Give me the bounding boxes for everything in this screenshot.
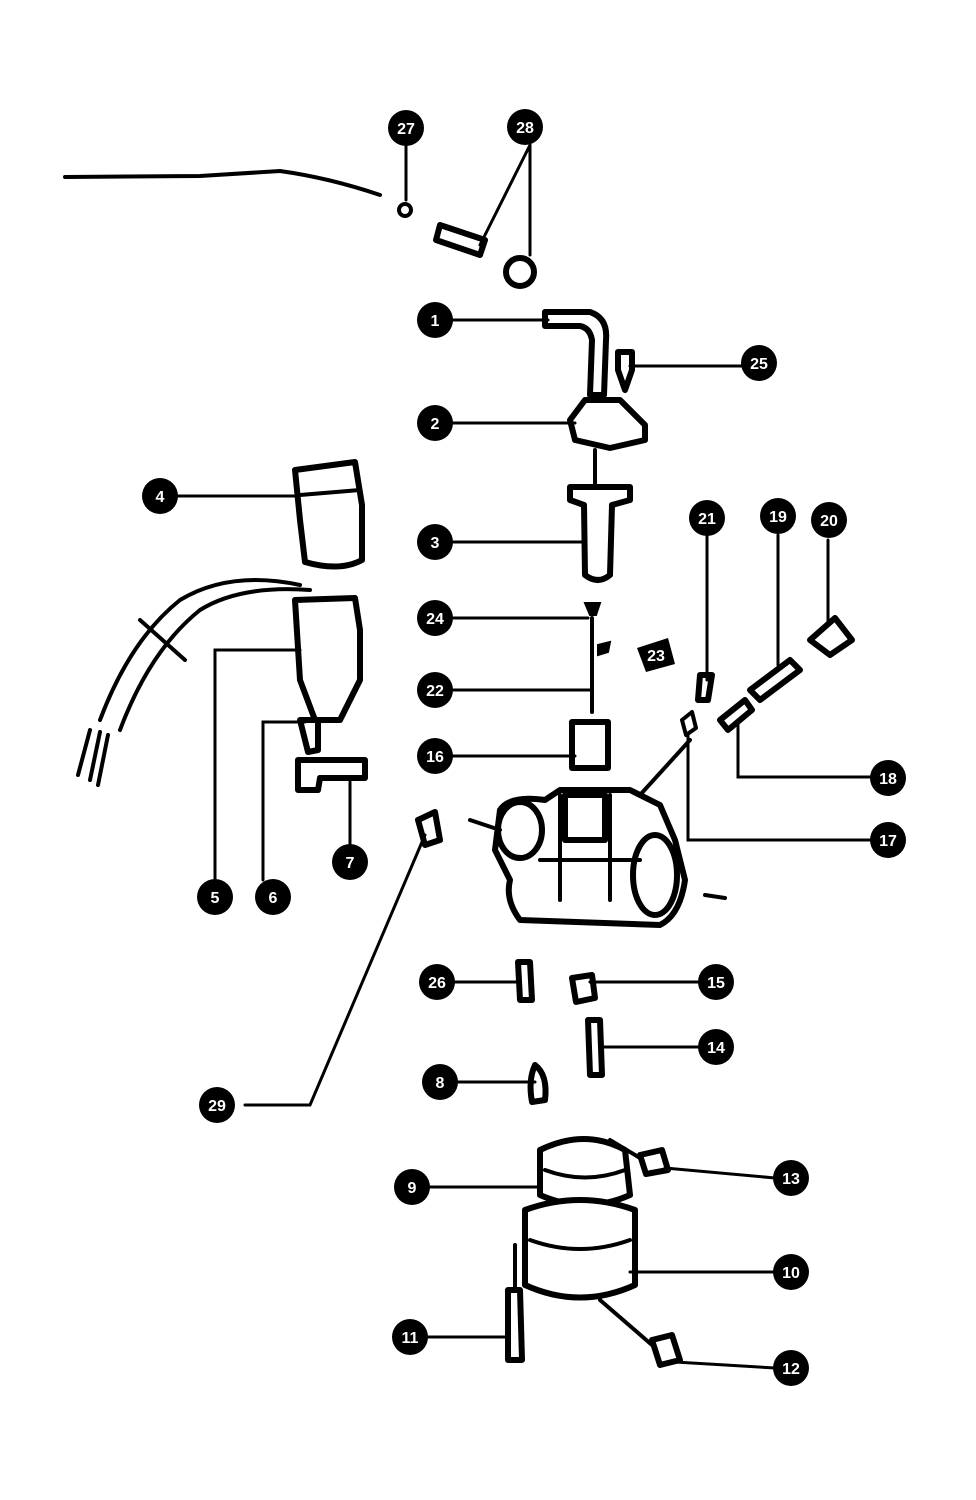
svg-text:20: 20 <box>820 513 838 530</box>
throttle-slide <box>567 484 633 583</box>
callout-25: 25 <box>741 345 777 381</box>
leader-lines <box>176 143 872 1370</box>
svg-text:18: 18 <box>879 771 897 788</box>
fuel-pipe-elbow <box>542 309 610 398</box>
choke-body <box>292 595 363 723</box>
svg-text:15: 15 <box>707 975 725 992</box>
callout-13: 13 <box>773 1160 809 1196</box>
svg-text:8: 8 <box>436 1075 445 1092</box>
callout-19: 19 <box>760 498 796 534</box>
svg-text:22: 22 <box>426 683 444 700</box>
idle-screw <box>717 697 755 733</box>
callout-3: 3 <box>417 524 453 560</box>
needle-clip <box>583 602 602 616</box>
svg-text:29: 29 <box>208 1098 226 1115</box>
carburetor-top-cover <box>567 397 648 451</box>
main-jet <box>515 959 535 1003</box>
choke-plunger <box>297 717 321 755</box>
svg-text:1: 1 <box>431 313 440 330</box>
svg-text:21: 21 <box>698 511 716 528</box>
svg-text:25: 25 <box>750 356 768 373</box>
choke-cap <box>292 459 365 570</box>
callout-10: 10 <box>773 1254 809 1290</box>
svg-text:10: 10 <box>782 1265 800 1282</box>
callout-22: 22 <box>417 672 453 708</box>
callout-5: 5 <box>197 879 233 915</box>
svg-text:13: 13 <box>782 1171 800 1188</box>
callout-18: 18 <box>870 760 906 796</box>
callout-12: 12 <box>773 1350 809 1386</box>
svg-text:17: 17 <box>879 833 897 850</box>
svg-text:2: 2 <box>431 416 440 433</box>
cable-boot <box>807 615 855 658</box>
svg-text:3: 3 <box>431 535 440 552</box>
choke-bracket <box>295 757 368 793</box>
svg-text:11: 11 <box>402 1330 419 1347</box>
svg-text:6: 6 <box>269 890 278 907</box>
needle-spring <box>597 640 612 657</box>
pilot-screw <box>695 672 715 703</box>
callout-28: 28 <box>507 109 543 145</box>
float-bowl-ridge <box>528 1238 632 1251</box>
svg-text:16: 16 <box>426 749 444 766</box>
parts <box>63 169 855 1368</box>
callout-21: 21 <box>689 500 725 536</box>
gasket-link <box>608 1138 642 1160</box>
float-ridge <box>543 1168 627 1180</box>
carburetor-body <box>468 787 727 928</box>
needle-jet-holder <box>569 719 611 771</box>
callout-6: 6 <box>255 879 291 915</box>
choke-cap-ridge <box>298 488 362 497</box>
svg-text:12: 12 <box>782 1361 800 1378</box>
bowl-screw <box>649 1332 683 1368</box>
cable-adjuster-nut <box>503 255 537 289</box>
air-screw <box>638 710 698 797</box>
svg-text:19: 19 <box>769 509 787 526</box>
throttle-cable <box>63 169 382 197</box>
svg-text:9: 9 <box>408 1180 417 1197</box>
callout-15: 15 <box>698 964 734 1000</box>
callout-9: 9 <box>394 1169 430 1205</box>
callout-8: 8 <box>422 1064 458 1100</box>
bowl-gasket-tab <box>637 1147 671 1177</box>
svg-text:28: 28 <box>516 120 534 137</box>
callout-2: 2 <box>417 405 453 441</box>
svg-text:27: 27 <box>397 121 415 138</box>
svg-text:4: 4 <box>156 489 165 506</box>
svg-text:5: 5 <box>211 890 220 907</box>
callout-16: 16 <box>417 738 453 774</box>
cable-wires <box>76 728 110 787</box>
float-needle <box>527 1062 549 1105</box>
drain-screw <box>505 1287 525 1363</box>
callout-17: 17 <box>870 822 906 858</box>
idle-spring <box>747 657 803 703</box>
choke-cable <box>98 578 312 732</box>
callout-23: 23 <box>637 638 675 672</box>
callout-11: 11 <box>392 1319 428 1355</box>
cable-adjuster-screw <box>433 222 488 258</box>
bowl-screw-link <box>598 1298 654 1347</box>
needle-valve <box>585 1017 605 1078</box>
callout-1: 1 <box>417 302 453 338</box>
callout-14: 14 <box>698 1029 734 1065</box>
cable-end-ring <box>397 202 413 218</box>
callout-26: 26 <box>419 964 455 1000</box>
svg-text:26: 26 <box>428 975 446 992</box>
pilot-jet <box>569 972 598 1005</box>
svg-text:23: 23 <box>647 648 665 665</box>
svg-text:24: 24 <box>426 611 444 628</box>
callout-7: 7 <box>332 844 368 880</box>
svg-text:7: 7 <box>346 855 355 872</box>
callout-20: 20 <box>811 502 847 538</box>
pipe-screw <box>615 349 635 393</box>
callout-29: 29 <box>199 1087 235 1123</box>
callout-27: 27 <box>388 110 424 146</box>
svg-text:14: 14 <box>707 1040 725 1057</box>
cable-clip <box>138 618 187 662</box>
callouts: 27 28 1 25 2 4 3 21 19 20 24 23 22 16 18… <box>142 109 906 1386</box>
callout-4: 4 <box>142 478 178 514</box>
callout-24: 24 <box>417 600 453 636</box>
